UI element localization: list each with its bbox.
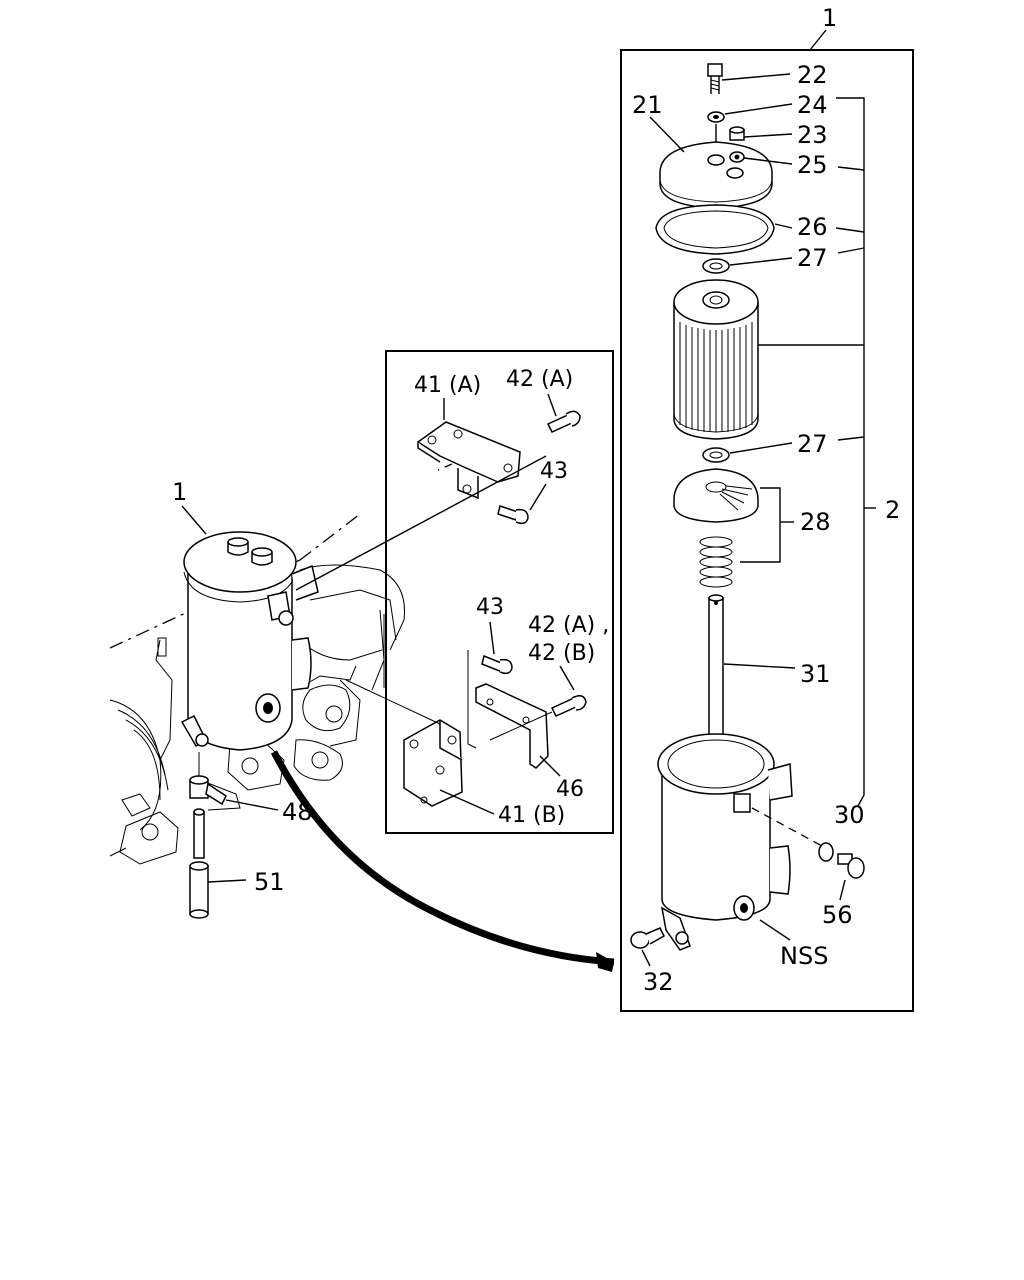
label-1-top: 1 [822,4,837,32]
bracket-41b [403,719,463,807]
part-label-p22: 22 [797,61,828,89]
detail-reference-arrow [270,750,615,966]
filter-assembly-frame [620,49,914,1012]
spring-28 [699,536,733,588]
part-label-p42ab-1: 42 (A) , [528,613,609,638]
part-label-p43a: 43 [540,459,568,484]
bolt-22 [707,63,723,94]
part-label-p56: 56 [822,901,853,929]
bracket-panel: 41 (A) 42 (A) 43 41 [385,350,614,834]
part-label-p21: 21 [632,91,663,119]
filter-bowl-nss [657,733,793,951]
part-label-p28: 28 [800,508,831,536]
part-label-p42a: 42 (A) [506,367,573,392]
part-label-p46: 46 [556,777,584,802]
part-label-nss: NSS [780,942,828,970]
filter-element [673,279,759,440]
part-label-p41b: 41 (B) [498,803,565,828]
part-label-p23: 23 [797,121,828,149]
part-label-p27a: 27 [797,244,828,272]
installed-view: 1 [109,455,547,919]
bracket-frame [385,350,614,834]
filter-assembly-panel: 1 22 24 23 [620,4,914,1012]
drain-plug-56 [837,853,865,879]
drain-hose [189,752,227,919]
part-label-p26: 26 [797,213,828,241]
part-label-p24: 24 [797,91,828,119]
part-label-p27b: 27 [797,430,828,458]
part-label-p51: 51 [254,868,285,896]
part-label-left-1: 1 [172,478,187,506]
bracket-41a [416,421,521,500]
spring-seat-28 [673,468,759,523]
part-label-p30: 30 [834,801,865,829]
part-label-p25: 25 [797,151,828,179]
cover-21 [659,141,773,209]
part-label-p43b: 43 [476,595,504,620]
part-label-p32: 32 [643,968,674,996]
part-label-p41a: 41 (A) [414,373,481,398]
center-pipe-31 [708,594,724,757]
installed-filter [180,531,319,751]
part-label-p42ab-2: 42 (B) [528,641,595,666]
bolt-32 [630,927,665,949]
plate-46 [475,683,549,769]
part-label-p31: 31 [800,660,831,688]
part-label-p2: 2 [885,496,900,524]
